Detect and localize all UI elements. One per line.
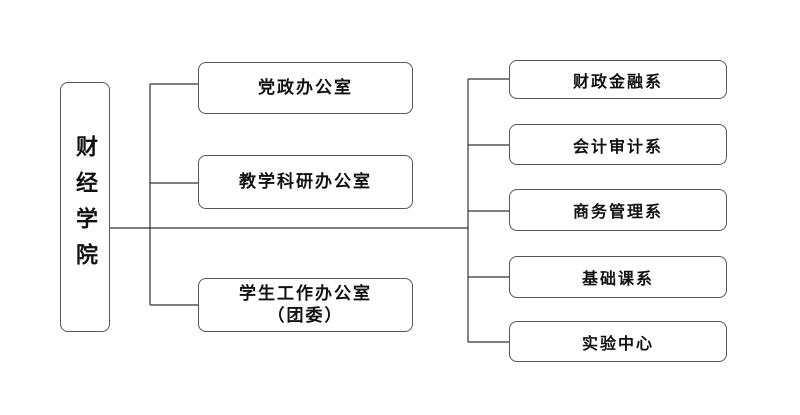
dept-node-foundation: 基础课系 [509, 256, 727, 298]
dept-node-finance: 财政金融系 [509, 60, 727, 99]
root-node: 财经学院 [60, 82, 110, 332]
dept-node-lab: 实验中心 [509, 321, 727, 362]
office-node-teaching-research: 教学科研办公室 [198, 155, 413, 209]
office-label: 教学科研办公室 [239, 172, 372, 192]
dept-node-accounting: 会计审计系 [509, 124, 727, 165]
office-node-student-affairs: 学生工作办公室 （团委） [198, 278, 413, 332]
root-label: 财经学院 [72, 135, 98, 279]
office-sublabel: （团委） [267, 306, 344, 326]
dept-node-business: 商务管理系 [509, 189, 727, 231]
office-node-party-admin: 党政办公室 [198, 62, 413, 114]
dept-label: 财政金融系 [572, 71, 663, 91]
dept-label: 基础课系 [581, 269, 654, 288]
dept-label: 会计审计系 [572, 136, 663, 156]
dept-label: 商务管理系 [572, 202, 663, 221]
office-label: 学生工作办公室 [239, 284, 372, 304]
dept-label: 实验中心 [581, 333, 654, 353]
office-label: 党政办公室 [258, 78, 353, 98]
